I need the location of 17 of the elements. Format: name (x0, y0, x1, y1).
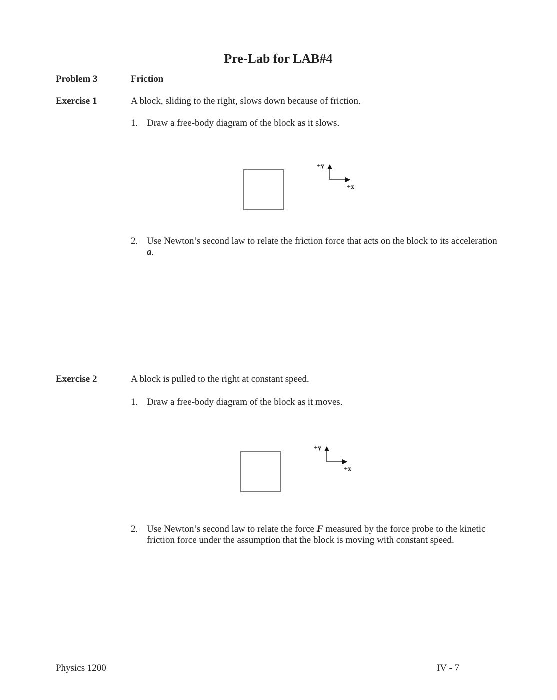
page-title: Pre-Lab for LAB#4 (223, 51, 334, 66)
question-text: Use Newton’s second law to relate the force F measured by the force probe to the kinetic friction force under the assumption that the block is moving with constant speed. (147, 525, 487, 547)
item-number: 2. (131, 237, 138, 248)
question-text: Draw a free-body diagram of the block as it moves. (147, 398, 343, 409)
page-number: IV - 7 (437, 664, 460, 675)
footer-text: Physics 1200 (56, 664, 106, 675)
item-number: 1. (131, 398, 138, 409)
exercise-text: A block is pulled to the right at constant speed. (131, 375, 310, 386)
problem-heading: Problem 3 (56, 75, 98, 86)
exercise-heading: Exercise 1 (56, 97, 98, 108)
problem-title: Friction (131, 75, 164, 86)
item-number: 1. (131, 119, 138, 130)
exercise-heading: Exercise 2 (56, 375, 98, 386)
exercise-text: A block, sliding to the right, slows down because of friction. (131, 97, 361, 108)
question-text: Use Newton’s second law to relate the friction force that acts on the block to its acceleration a. (147, 237, 498, 259)
item-number: 2. (131, 525, 138, 536)
question-text: Draw a free-body diagram of the block as it slows. (147, 119, 340, 130)
